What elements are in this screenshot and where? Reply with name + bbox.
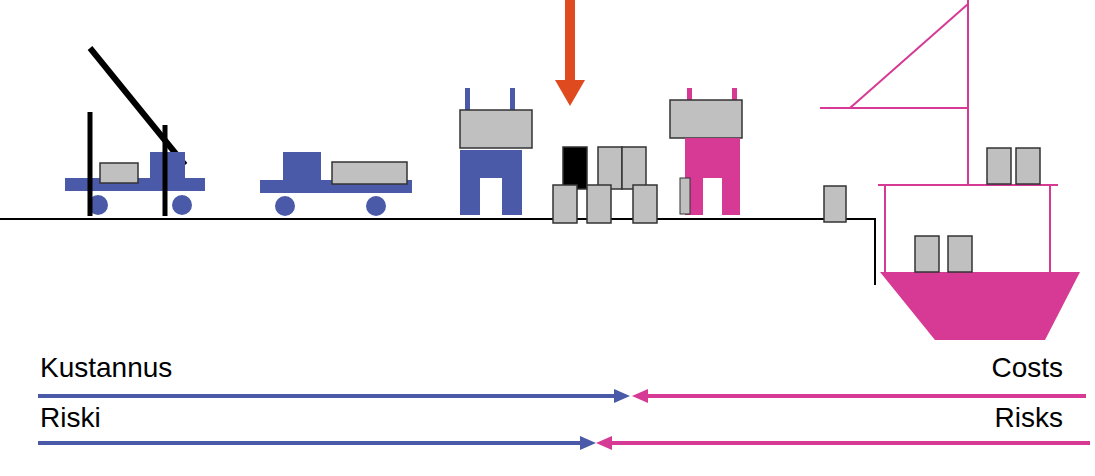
focus-arrow: [555, 0, 585, 106]
risk-label: Risks: [995, 402, 1063, 434]
container: [824, 186, 846, 222]
flatbed-truck: [260, 152, 412, 216]
balance-arrows: [38, 389, 1090, 450]
cost-label: Costs: [991, 352, 1063, 384]
blue-forklift: [460, 88, 532, 215]
quay-edge: [0, 219, 875, 285]
container-stack: [553, 147, 657, 223]
crane-truck: [65, 48, 205, 216]
cost-label: Kustannus: [40, 352, 172, 384]
pink-forklift: [670, 88, 742, 215]
ship: [820, 0, 1080, 340]
risk-label: Riski: [40, 402, 101, 434]
